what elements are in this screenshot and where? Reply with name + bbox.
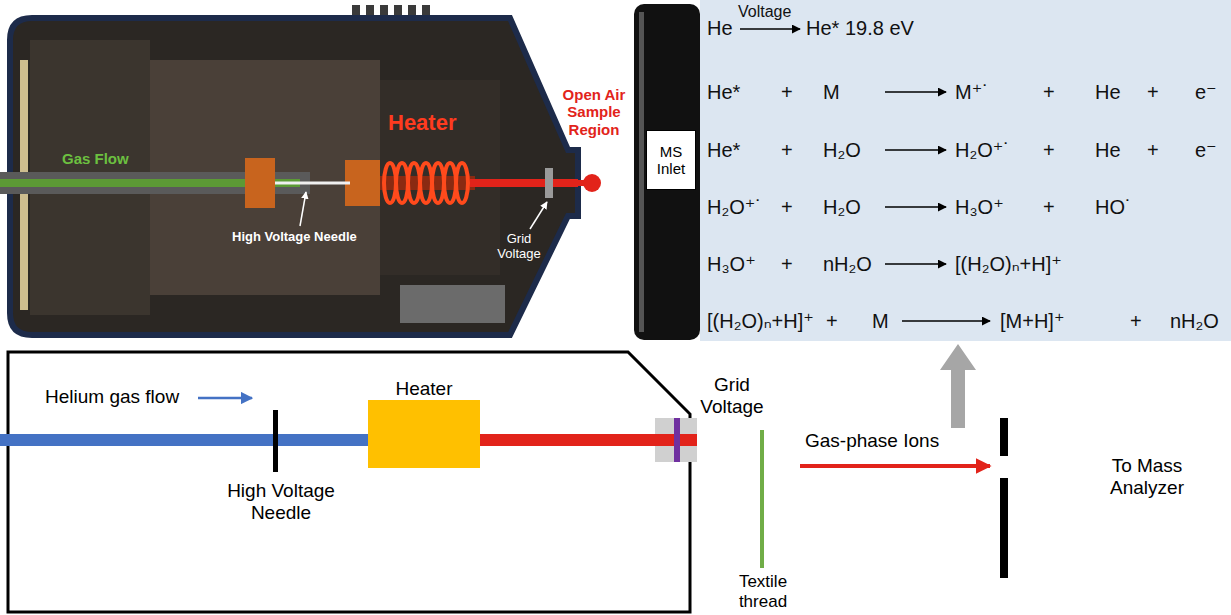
flow-arrow <box>198 397 252 400</box>
reaction-term: HO˙ <box>1095 195 1132 219</box>
box-label: Heater <box>395 378 452 400</box>
sample-spot <box>583 174 601 192</box>
leader-line <box>530 202 547 229</box>
reaction-arrow <box>885 206 946 208</box>
ion-arrow <box>800 464 990 468</box>
reaction-term: H₂O <box>823 138 861 162</box>
grid-electrode <box>545 168 553 198</box>
textile-thread <box>760 430 764 568</box>
reaction-term: H₃O⁺ <box>955 195 1004 219</box>
reaction-arrow <box>885 263 946 265</box>
reaction-term: + <box>781 195 793 219</box>
reaction-term: He* <box>707 138 740 162</box>
reaction-term: [M+H]⁺ <box>1000 309 1064 333</box>
reaction-term: He* <box>707 80 740 104</box>
reaction-term: + <box>781 252 793 276</box>
heater-coil <box>384 163 468 203</box>
reaction-term: + <box>1147 138 1159 162</box>
needle-mount <box>345 160 380 206</box>
reaction-term: H₂O⁺˙ <box>955 138 1010 162</box>
heater-block: Heater <box>368 378 480 468</box>
reaction-term: + <box>781 80 793 104</box>
ms-inlet-box: MS Inlet <box>646 130 696 190</box>
reaction-panel: HeVoltageHe* 19.8 eVHe*+MM⁺˙+He+e⁻He*+H₂… <box>700 0 1231 341</box>
needle-bar <box>273 410 278 472</box>
leader-line <box>300 192 306 226</box>
reaction-term: + <box>1043 138 1055 162</box>
reaction-term: H₂O⁺˙ <box>707 195 762 219</box>
inlet-plate <box>1000 478 1008 578</box>
reaction-term: He <box>707 16 733 40</box>
reaction-term: nH₂O <box>1170 309 1219 333</box>
heater-chamber <box>380 80 500 275</box>
part-label: Grid Voltage <box>493 232 545 262</box>
reaction-term: H₃O⁺ <box>707 252 756 276</box>
reaction-term: + <box>1043 195 1055 219</box>
ms-inlet-plate <box>634 4 700 340</box>
part-label: Grid Voltage <box>694 374 770 418</box>
reaction-term: e⁻ <box>1195 80 1217 104</box>
reaction-term: e⁻ <box>1195 138 1217 162</box>
reaction-term: He <box>1095 138 1121 162</box>
reaction-arrow <box>740 28 800 30</box>
reaction-term: Voltage <box>738 2 791 22</box>
part-label: Textile thread <box>732 572 794 611</box>
part-label: Gas Flow <box>62 150 129 167</box>
reaction-term: M <box>872 309 889 333</box>
grid-holder <box>655 418 697 462</box>
zoom-arrow <box>940 344 976 428</box>
reaction-term: He* 19.8 eV <box>806 16 914 40</box>
reaction-term: nH₂O <box>823 252 872 276</box>
reaction-arrow <box>885 91 946 93</box>
part-label: High Voltage Needle <box>232 230 357 245</box>
box-label: MS Inlet <box>649 143 693 177</box>
base-block <box>400 285 505 323</box>
part-label: Helium gas flow <box>45 386 179 408</box>
reaction-term: M <box>823 80 840 104</box>
reaction-term: + <box>826 309 838 333</box>
reaction-term: [(H₂O)ₙ+H]⁺ <box>955 252 1062 276</box>
reaction-term: [(H₂O)ₙ+H]⁺ <box>707 309 814 333</box>
reaction-term: H₂O <box>823 195 861 219</box>
part-label: High Voltage Needle <box>206 480 356 524</box>
source-outline <box>8 352 690 612</box>
reaction-term: + <box>781 138 793 162</box>
part-label: Open Air Sample Region <box>556 86 632 138</box>
heater-shape <box>368 400 480 468</box>
part-label: Heater <box>388 110 456 135</box>
reaction-term: M⁺˙ <box>955 80 989 104</box>
helium-line <box>0 434 368 446</box>
grid-electrode <box>674 418 680 462</box>
needle-mount <box>245 158 275 208</box>
coil-turn <box>456 163 468 203</box>
ms-inlet-edge <box>639 12 644 332</box>
reaction-term: He <box>1095 80 1121 104</box>
inlet-plate <box>1000 418 1008 456</box>
reaction-arrow <box>902 320 990 322</box>
reaction-term: + <box>1130 309 1142 333</box>
high-voltage-needle <box>275 182 350 185</box>
reaction-term: + <box>1043 80 1055 104</box>
reaction-term: + <box>1147 80 1159 104</box>
part-label: Gas-phase Ions <box>805 430 939 452</box>
reaction-arrow <box>885 149 946 151</box>
photo-ground <box>0 0 700 342</box>
part-label: To Mass Analyzer <box>1085 455 1209 499</box>
heated-gas-beam <box>470 179 578 187</box>
